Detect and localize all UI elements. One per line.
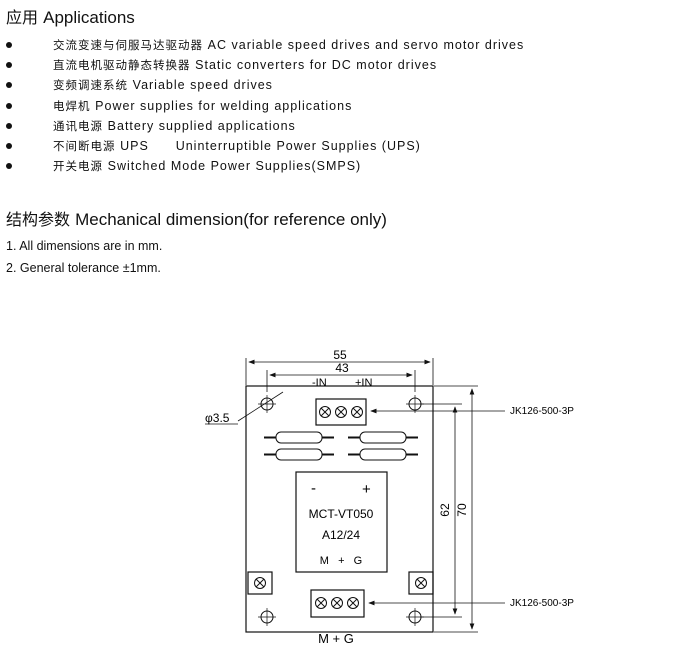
bullet-icon bbox=[6, 62, 12, 69]
module-rating: A12/24 bbox=[322, 528, 360, 542]
module-model: MCT-VT050 bbox=[309, 507, 374, 521]
applications-heading: 应用 Applications bbox=[6, 4, 135, 28]
bottom-pin-labels: M + G bbox=[318, 631, 354, 646]
mounting-hole bbox=[406, 608, 424, 626]
mechanical-heading-en: Mechanical dimension(for reference only) bbox=[75, 210, 387, 229]
label-in-pos: +IN bbox=[355, 377, 372, 389]
item-zh: 电焊机 bbox=[53, 98, 91, 113]
bullet-icon bbox=[6, 82, 12, 89]
mechanical-heading: 结构参数 Mechanical dimension(for reference … bbox=[6, 206, 387, 230]
hole-diameter-label: φ3.5 bbox=[205, 411, 230, 425]
dim-62-label: 62 bbox=[438, 503, 452, 517]
dim-55-label: 55 bbox=[333, 348, 347, 362]
mounting-hole bbox=[258, 608, 276, 626]
terminal-block-top bbox=[315, 398, 367, 426]
label-in-neg: -IN bbox=[312, 377, 327, 389]
item-zh: 直流电机驱动静态转换器 bbox=[53, 58, 191, 73]
module-plus: + bbox=[362, 481, 371, 498]
note-tolerance: 2. General tolerance ±1mm. bbox=[6, 261, 161, 275]
bullet-icon bbox=[6, 122, 12, 129]
resistor bbox=[348, 448, 418, 461]
module-box bbox=[295, 471, 388, 573]
screw-terminal-left bbox=[247, 571, 273, 595]
applications-heading-en: Applications bbox=[43, 8, 135, 27]
item-en: Power supplies for welding applications bbox=[95, 98, 353, 113]
item-en: AC variable speed drives and servo motor… bbox=[207, 38, 525, 52]
terminal-block-bottom bbox=[310, 589, 365, 618]
resistor bbox=[264, 431, 334, 444]
connector-bottom-label: JK126-500-3P bbox=[510, 598, 574, 609]
bullet-icon bbox=[6, 102, 12, 109]
item-zh: 不间断电源 bbox=[53, 138, 116, 153]
item-en: Battery supplied applications bbox=[107, 118, 296, 133]
item-en: Switched Mode Power Supplies(SMPS) bbox=[107, 159, 362, 174]
dim-70-label: 70 bbox=[455, 503, 469, 517]
module-minus: - bbox=[311, 480, 316, 497]
bullet-icon bbox=[6, 142, 12, 149]
mounting-hole bbox=[258, 395, 276, 413]
item-zh: 变频调速系统 bbox=[53, 78, 128, 93]
connector-top-label: JK126-500-3P bbox=[510, 406, 574, 417]
hole-leader bbox=[237, 391, 284, 422]
screw-terminal-right bbox=[408, 571, 434, 595]
note-dimensions: 1. All dimensions are in mm. bbox=[6, 239, 163, 253]
applications-heading-zh: 应用 bbox=[6, 8, 39, 27]
dim-43-label: 43 bbox=[335, 361, 349, 375]
item-en: UPS Uninterruptible Power Supplies (UPS) bbox=[120, 138, 421, 153]
item-en: Variable speed drives bbox=[132, 78, 273, 93]
board-outline bbox=[245, 385, 434, 633]
resistor bbox=[348, 431, 418, 444]
item-en: Static converters for DC motor drives bbox=[195, 58, 438, 73]
resistor bbox=[264, 448, 334, 461]
item-zh: 交流变速与伺服马达驱动器 bbox=[53, 38, 203, 52]
bullet-icon bbox=[6, 42, 12, 48]
item-zh: 开关电源 bbox=[53, 159, 103, 174]
item-zh: 通讯电源 bbox=[53, 118, 103, 133]
bullet-icon bbox=[6, 163, 12, 170]
mounting-hole bbox=[406, 395, 424, 413]
module-pins: M + G bbox=[320, 555, 362, 567]
mechanical-heading-zh: 结构参数 bbox=[6, 210, 71, 229]
